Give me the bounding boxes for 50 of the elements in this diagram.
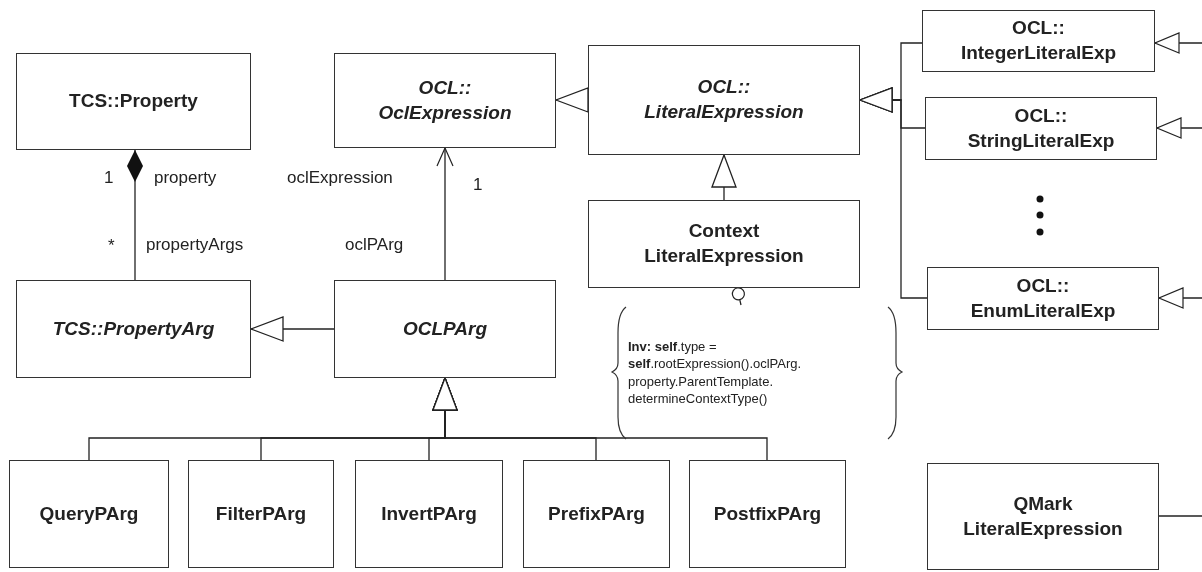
role-name: oclPArg <box>345 235 404 255</box>
class-box <box>927 463 1159 570</box>
multiplicity: * <box>108 236 115 256</box>
class-name: PostfixPArg <box>713 501 822 526</box>
class-name: TCS::Property <box>69 89 198 114</box>
multiplicity: 1 <box>104 168 114 188</box>
class-box <box>16 280 251 378</box>
association-arrow <box>436 147 454 281</box>
class-box <box>925 97 1157 160</box>
class-name: PrefixPArg <box>548 501 645 526</box>
class-box <box>355 460 503 568</box>
class-box <box>188 460 334 568</box>
class-name: QMark LiteralExpression <box>962 491 1124 541</box>
class-name: OCL:: EnumLiteralExp <box>969 273 1117 323</box>
anchor-line <box>731 287 745 306</box>
generalization-arrow <box>1154 32 1202 54</box>
class-box <box>927 267 1159 330</box>
role-name: oclExpression <box>287 168 393 188</box>
class-box <box>523 460 670 568</box>
line <box>1158 515 1202 517</box>
class-box <box>922 10 1155 72</box>
class-box <box>588 200 860 288</box>
class-name: QueryPArg <box>39 501 139 526</box>
class-name: Context LiteralExpression <box>643 219 805 268</box>
generalization-arrow <box>555 87 589 113</box>
generalization-arrow <box>250 316 335 342</box>
class-box <box>689 460 846 568</box>
class-name: OCL:: LiteralExpression <box>643 75 805 124</box>
generalization-arrow <box>711 154 737 201</box>
composition-line <box>127 149 143 281</box>
class-box <box>334 280 556 378</box>
class-name: FilterPArg <box>215 501 307 526</box>
generalization-arrow <box>1158 287 1202 309</box>
generalization-arrow <box>1156 117 1202 139</box>
class-name: TCS::PropertyArg <box>52 316 215 341</box>
class-box <box>9 460 169 568</box>
class-box <box>588 45 860 155</box>
class-name: OCL:: OclExpression <box>377 75 513 125</box>
class-box <box>16 53 251 150</box>
class-box <box>334 53 556 148</box>
class-name: OCL:: StringLiteralExp <box>966 103 1116 153</box>
class-name: OCL:: IntegerLiteralExp <box>959 16 1118 65</box>
class-name: OCLPArg <box>402 316 488 341</box>
role-name: propertyArgs <box>146 235 244 255</box>
constraint-text: Inv: self.type = self.rootExpression().oclPArg. property.ParentTemplate. determineContextType() <box>628 338 803 407</box>
role-name: property <box>154 168 217 188</box>
multiplicity: 1 <box>473 175 483 195</box>
class-name: InvertPArg <box>381 501 477 526</box>
generalization-arrow <box>432 377 768 461</box>
generalization-arrow <box>859 87 928 299</box>
